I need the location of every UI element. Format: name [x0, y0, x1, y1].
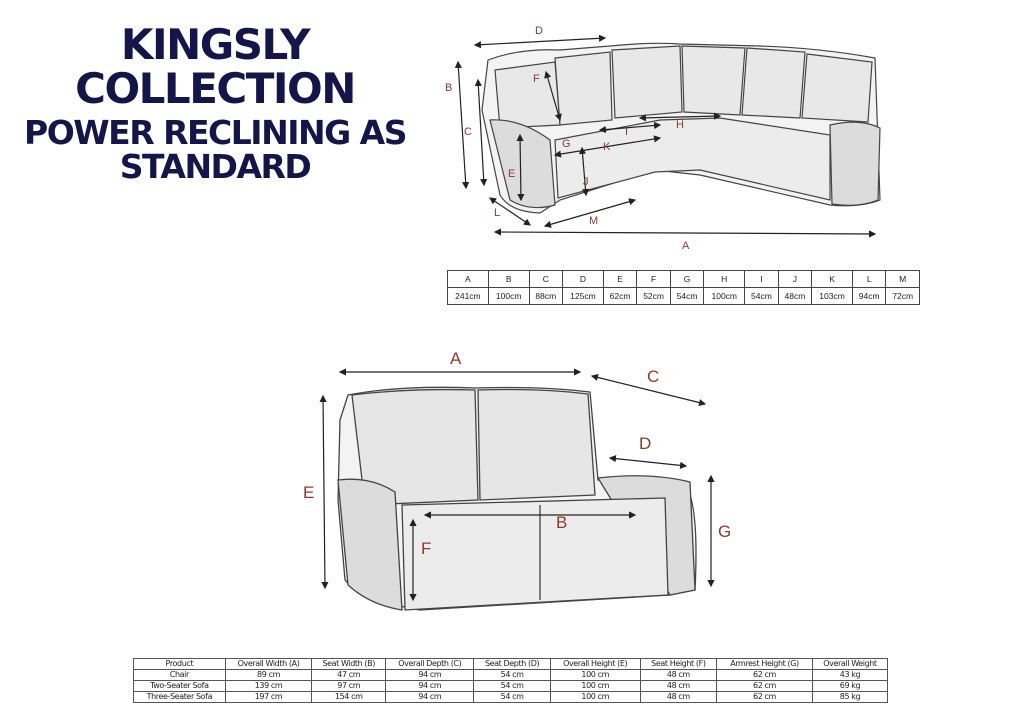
sofa-label-f: F — [421, 539, 431, 558]
feature-heading-2: STANDARD — [119, 147, 312, 186]
corner-table-value: 103cm — [811, 287, 853, 305]
dim-label-k: K — [603, 141, 611, 153]
table-cell: 94 cm — [385, 669, 475, 681]
table-cell: 94 cm — [385, 680, 475, 692]
table-cell: 47 cm — [311, 669, 387, 681]
table-cell: 62 cm — [716, 669, 813, 681]
corner-table-header: L — [851, 270, 887, 288]
table-cell: 197 cm — [224, 691, 313, 703]
corner-table-header: C — [528, 270, 564, 288]
table-cell: 62 cm — [716, 680, 813, 692]
table-cell: 154 cm — [311, 691, 387, 703]
corner-table-value: 48cm — [777, 287, 813, 305]
product-table-header: Seat Depth (D) — [473, 658, 551, 670]
table-cell: 54 cm — [473, 669, 551, 681]
table-cell: Two-Seater Sofa — [133, 680, 226, 692]
corner-table-value: 125cm — [562, 287, 604, 305]
two-seater-sofa-illustration — [337, 386, 697, 611]
table-cell: 54 cm — [473, 691, 551, 703]
product-table-header: Overall Weight — [811, 658, 889, 670]
dim-label-g: G — [562, 138, 571, 150]
table-cell: 100 cm — [549, 691, 641, 703]
table-cell: 54 cm — [473, 680, 551, 692]
corner-table-header: K — [811, 270, 853, 288]
table-cell: 139 cm — [224, 680, 313, 692]
dim-label-d: D — [535, 25, 543, 37]
product-table-header: Overall Depth (C) — [385, 658, 475, 670]
corner-table-header: E — [602, 270, 638, 288]
dim-label-b: B — [445, 82, 452, 94]
table-cell: 97 cm — [311, 680, 387, 692]
corner-table-header: I — [744, 270, 779, 288]
feature-heading: POWER RECLINING AS — [24, 113, 407, 152]
corner-table-header: M — [885, 270, 920, 288]
sofa-label-g: G — [718, 522, 731, 541]
sofa-label-d: D — [639, 434, 651, 453]
sofa-dimension-lines — [319, 368, 715, 602]
dim-label-e: E — [508, 168, 515, 180]
dim-label-j: J — [583, 176, 589, 188]
product-table-header: Armrest Height (G) — [716, 658, 813, 670]
corner-table-value: 94cm — [851, 287, 887, 305]
table-cell: 94 cm — [385, 691, 475, 703]
table-cell: 100 cm — [549, 669, 641, 681]
corner-table-value: 54cm — [669, 287, 705, 305]
corner-table-value: 72cm — [885, 287, 920, 305]
collection-subtitle: COLLECTION — [75, 64, 356, 113]
product-table-header: Seat Width (B) — [311, 658, 387, 670]
table-cell: 69 kg — [811, 680, 889, 692]
corner-table-value: 100cm — [703, 287, 746, 305]
corner-table-value: 88cm — [528, 287, 564, 305]
corner-table-value: 62cm — [602, 287, 638, 305]
product-table-header: Product — [133, 658, 226, 670]
dim-label-f: F — [533, 73, 540, 85]
dim-label-c: C — [464, 126, 472, 138]
corner-table-header: A — [447, 270, 489, 288]
table-cell: Chair — [133, 669, 226, 681]
sofa-label-b: B — [556, 513, 567, 532]
corner-table-value: 52cm — [636, 287, 671, 305]
corner-dimension-lines — [454, 34, 877, 238]
collection-title: KINGSLY — [120, 20, 311, 69]
table-cell: 48 cm — [639, 680, 718, 692]
product-table-header: Overall Height (E) — [549, 658, 641, 670]
sofa-label-a: A — [450, 349, 462, 368]
table-cell: 43 kg — [811, 669, 889, 681]
corner-table-header: F — [636, 270, 671, 288]
table-cell: 62 cm — [716, 691, 813, 703]
dim-label-a: A — [682, 240, 690, 252]
product-table-header: Seat Height (F) — [639, 658, 718, 670]
corner-table-value: 54cm — [744, 287, 779, 305]
corner-table-header: H — [703, 270, 746, 288]
sofa-label-c: C — [647, 367, 659, 386]
corner-table-header: D — [562, 270, 604, 288]
table-cell: 100 cm — [549, 680, 641, 692]
dim-label-i: I — [625, 126, 628, 138]
table-cell: Three-Seater Sofa — [133, 691, 226, 703]
table-cell: 48 cm — [639, 691, 718, 703]
table-cell: 48 cm — [639, 669, 718, 681]
table-cell: 85 kg — [811, 691, 889, 703]
dim-label-l: L — [494, 207, 500, 219]
corner-table-value: 241cm — [447, 287, 489, 305]
corner-table-header: B — [487, 270, 530, 288]
corner-table-header: G — [669, 270, 705, 288]
corner-table-value: 100cm — [487, 287, 530, 305]
product-table-header: Overall Width (A) — [224, 658, 313, 670]
corner-table-header: J — [777, 270, 813, 288]
dim-label-h: H — [676, 119, 684, 131]
sofa-label-e: E — [303, 483, 314, 502]
table-cell: 89 cm — [224, 669, 313, 681]
dim-label-m: M — [589, 215, 598, 227]
